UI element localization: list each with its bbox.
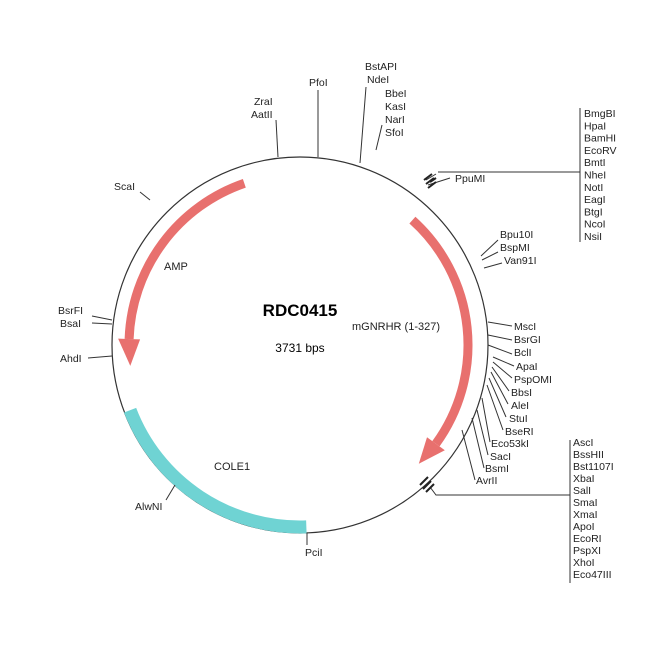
site-btgi[interactable]: BtgI xyxy=(584,206,603,218)
plasmid-size: 3731 bps xyxy=(275,341,324,355)
site-bmgbi[interactable]: BmgBI xyxy=(584,108,616,120)
site-xbai[interactable]: XbaI xyxy=(573,473,595,485)
site-eagi[interactable]: EagI xyxy=(584,194,606,206)
site-saci[interactable]: SacI xyxy=(490,451,511,463)
site-bmti[interactable]: BmtI xyxy=(584,157,606,169)
site-bsai[interactable]: BsaI xyxy=(60,318,81,330)
site-hpai[interactable]: HpaI xyxy=(584,120,606,132)
site-apai[interactable]: ApaI xyxy=(516,361,538,373)
site-bbei[interactable]: BbeI xyxy=(385,88,407,100)
site-bsrgi[interactable]: BsrGI xyxy=(514,334,541,346)
site-xhoi[interactable]: XhoI xyxy=(573,557,595,569)
mgnrhr-feature-arrow xyxy=(409,216,473,447)
mcs-group-bottom: AscIBssHIIBst1107IXbaISalISmaIXmaIApoIEc… xyxy=(573,437,614,581)
restriction-sites: PfoI BstAPI NdeI BbeI KasI NarI SfoI Zra… xyxy=(58,61,552,559)
site-bcli[interactable]: BclI xyxy=(514,347,532,359)
site-ncoi[interactable]: NcoI xyxy=(584,219,606,231)
mgnrhr-label: mGNRHR (1-327) xyxy=(352,321,440,333)
site-kasi[interactable]: KasI xyxy=(385,101,406,113)
site-ahdi[interactable]: AhdI xyxy=(60,353,82,365)
site-bpu10i[interactable]: Bpu10I xyxy=(500,229,533,241)
site-ecorv[interactable]: EcoRV xyxy=(584,145,617,157)
site-asci[interactable]: AscI xyxy=(573,437,593,449)
site-eco53ki[interactable]: Eco53kI xyxy=(491,438,529,450)
site-bsshii[interactable]: BssHII xyxy=(573,449,604,461)
plasmid-name: RDC0415 xyxy=(263,301,338,320)
site-nsii[interactable]: NsiI xyxy=(584,231,602,243)
site-bamhi[interactable]: BamHI xyxy=(584,133,616,145)
site-ecori[interactable]: EcoRI xyxy=(573,533,602,545)
site-pfoi[interactable]: PfoI xyxy=(309,77,328,89)
site-bstapi[interactable]: BstAPI xyxy=(365,61,397,73)
site-pcii[interactable]: PciI xyxy=(305,547,323,559)
site-sali[interactable]: SalI xyxy=(573,485,591,497)
amp-arrowhead xyxy=(118,338,141,366)
site-lines xyxy=(87,86,581,583)
cole1-label: COLE1 xyxy=(214,461,250,473)
site-noti[interactable]: NotI xyxy=(584,182,603,194)
site-nari[interactable]: NarI xyxy=(385,114,405,126)
site-alei[interactable]: AleI xyxy=(511,400,529,412)
cole1-feature-arc xyxy=(124,407,307,534)
site-smai[interactable]: SmaI xyxy=(573,497,598,509)
site-van91i[interactable]: Van91I xyxy=(504,255,537,267)
site-alwni[interactable]: AlwNI xyxy=(135,501,162,513)
site-pspomi[interactable]: PspOMI xyxy=(514,374,552,386)
site-bst1107i[interactable]: Bst1107I xyxy=(573,461,614,473)
site-bspmi[interactable]: BspMI xyxy=(500,242,530,254)
mgnrhr-arrowhead xyxy=(418,437,445,464)
mcs-group-top: BmgBIHpaIBamHIEcoRVBmtINheINotIEagIBtgIN… xyxy=(584,108,617,243)
site-nhei[interactable]: NheI xyxy=(584,170,606,182)
site-bsmi[interactable]: BsmI xyxy=(485,463,509,475)
site-avrii[interactable]: AvrII xyxy=(476,475,497,487)
site-xmai[interactable]: XmaI xyxy=(573,509,598,521)
site-scai[interactable]: ScaI xyxy=(114,181,135,193)
site-bbsi[interactable]: BbsI xyxy=(511,387,532,399)
site-msci[interactable]: MscI xyxy=(514,321,536,333)
site-sfoi[interactable]: SfoI xyxy=(385,127,404,139)
site-stui[interactable]: StuI xyxy=(509,413,528,425)
site-eco47iii[interactable]: Eco47III xyxy=(573,569,612,581)
site-ndei[interactable]: NdeI xyxy=(367,74,389,86)
amp-feature-arrow xyxy=(124,179,246,340)
site-apoi[interactable]: ApoI xyxy=(573,521,595,533)
site-bsrfi[interactable]: BsrFI xyxy=(58,305,83,317)
site-zrai[interactable]: ZraI xyxy=(254,96,273,108)
amp-label: AMP xyxy=(164,261,188,273)
site-bseri[interactable]: BseRI xyxy=(505,426,534,438)
site-ppumi[interactable]: PpuMI xyxy=(455,173,485,185)
site-aatii[interactable]: AatII xyxy=(251,109,273,121)
site-pspxi[interactable]: PspXI xyxy=(573,545,601,557)
